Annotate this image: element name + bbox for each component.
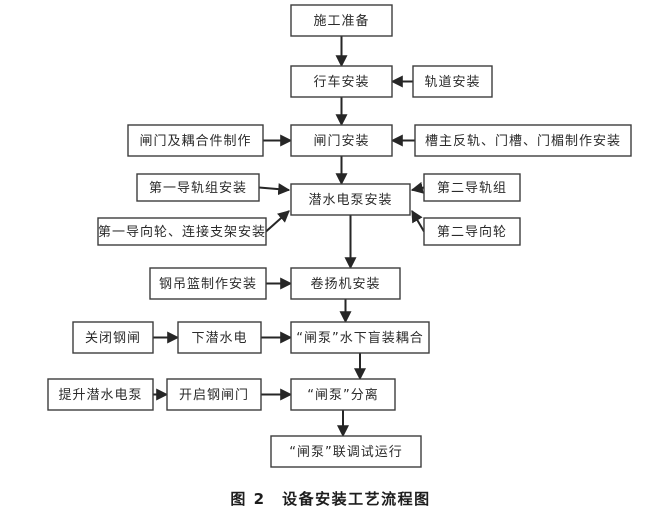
flow-node-label: 第二导向轮	[437, 224, 507, 240]
flow-node-box	[290, 267, 401, 300]
flow-node-box	[423, 173, 521, 202]
flow-node-box	[47, 378, 154, 411]
flow-node-n18[interactable]: 开启钢闸门	[166, 378, 262, 411]
flow-node-box	[127, 124, 264, 157]
flow-node-label: 潜水电泵安装	[308, 193, 392, 208]
flow-node-n17[interactable]: “闸泵”分离	[290, 378, 396, 411]
flow-node-n15[interactable]: 下潜水电	[177, 321, 262, 354]
flow-node-label: 提升潜水电泵	[58, 387, 142, 403]
flow-node-n8[interactable]: 第一导轨组安装	[136, 173, 260, 202]
flow-node-box	[290, 183, 411, 216]
flow-node-label: 卷扬机安装	[310, 276, 380, 292]
flowchart-edges	[153, 36, 425, 438]
flow-arrow-n9-to-n7	[410, 181, 425, 194]
flow-node-n7[interactable]: 潜水电泵安装	[290, 183, 411, 216]
flow-node-box	[412, 65, 493, 98]
flow-node-box	[166, 378, 262, 411]
flow-node-n13[interactable]: 钢吊篮制作安装	[149, 267, 267, 300]
flow-node-n12[interactable]: 卷扬机安装	[290, 267, 401, 300]
flow-node-label: 轨道安装	[424, 75, 480, 90]
flow-node-box	[290, 65, 393, 98]
flow-node-n5[interactable]: 闸门及耦合件制作	[127, 124, 264, 157]
flow-node-label: 第一导轨组安装	[149, 181, 247, 196]
flow-node-box	[177, 321, 262, 354]
flow-node-box	[97, 217, 267, 246]
flow-node-n19[interactable]: 提升潜水电泵	[47, 378, 154, 411]
flow-node-n3[interactable]: 轨道安装	[412, 65, 493, 98]
flow-node-label: “闸泵”联调试运行	[289, 445, 402, 460]
flow-node-n9[interactable]: 第二导轨组	[423, 173, 521, 202]
flow-node-n16[interactable]: 关闭钢闸	[72, 321, 154, 354]
flow-node-n2[interactable]: 行车安装	[290, 65, 393, 98]
flow-node-label: 钢吊篮制作安装	[159, 277, 257, 292]
flow-node-label: 第一导向轮、连接支架安装	[98, 224, 266, 240]
flow-node-box	[72, 321, 154, 354]
flow-node-label: 关闭钢闸	[85, 331, 141, 346]
flow-node-box	[290, 124, 393, 157]
flow-node-label: 闸门安装	[313, 134, 369, 149]
flow-node-box	[149, 267, 267, 300]
flow-node-n20[interactable]: “闸泵”联调试运行	[270, 435, 422, 468]
flow-node-box	[414, 124, 632, 157]
flow-node-n11[interactable]: 第二导向轮	[423, 217, 521, 246]
flow-node-box	[290, 321, 430, 354]
flow-node-box	[290, 4, 393, 37]
flow-node-box	[290, 378, 396, 411]
figure-caption: 图 2 设备安装工艺流程图	[230, 490, 431, 508]
flow-node-label: “闸泵”水下盲装耦合	[296, 330, 423, 346]
flow-node-box	[423, 217, 521, 246]
flow-node-label: 下潜水电	[191, 331, 247, 346]
flow-node-label: 行车安装	[313, 74, 369, 90]
flow-node-label: “闸泵”分离	[307, 387, 378, 403]
flow-node-n14[interactable]: “闸泵”水下盲装耦合	[290, 321, 430, 354]
flow-node-box	[270, 435, 422, 468]
flow-node-label: 槽主反轨、门槽、门楣制作安装	[425, 134, 621, 149]
flow-node-n4[interactable]: 闸门安装	[290, 124, 393, 157]
flow-arrow-n11-to-n7	[411, 209, 425, 233]
flow-node-label: 开启钢闸门	[179, 388, 249, 403]
flow-node-label: 第二导轨组	[437, 181, 507, 196]
flow-node-box	[136, 173, 260, 202]
flow-node-label: 闸门及耦合件制作	[139, 134, 251, 149]
flow-node-label: 施工准备	[313, 13, 369, 29]
flow-node-n6[interactable]: 槽主反轨、门槽、门楣制作安装	[414, 124, 632, 157]
flow-arrow-n8-to-n7	[258, 183, 291, 196]
flow-arrow-n10-to-n7	[265, 210, 290, 233]
flow-node-n10[interactable]: 第一导向轮、连接支架安装	[97, 217, 267, 246]
flow-node-n1[interactable]: 施工准备	[290, 4, 393, 37]
